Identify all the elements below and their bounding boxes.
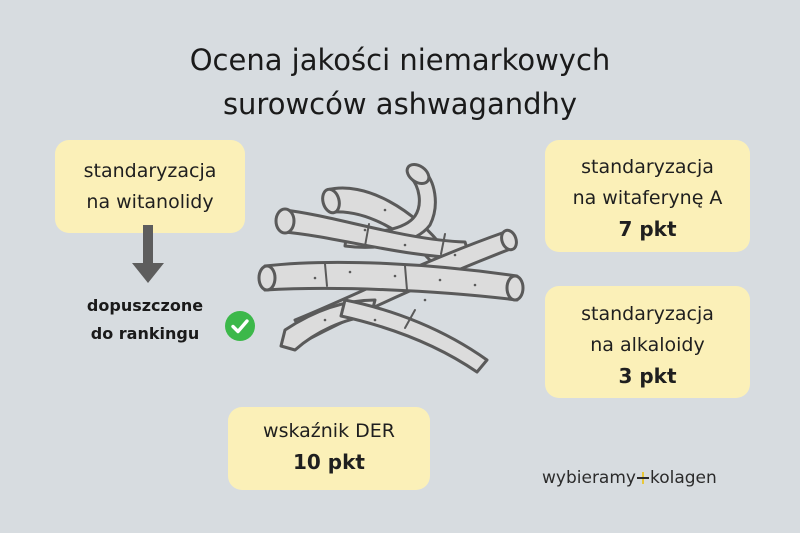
accepted-label: dopuszczone do rankingu — [70, 292, 220, 348]
title-line-2: surowców ashwagandhy — [222, 87, 578, 121]
card-witaferyna-points: 7 pkt — [618, 217, 677, 241]
card-witanolidy-line1: standaryzacja — [83, 160, 217, 182]
arrow-down-icon — [132, 225, 164, 283]
card-witanolidy: standaryzacja na witanolidy — [55, 140, 245, 233]
card-alkaloidy-line2: na alkaloidy — [590, 334, 705, 356]
check-circle-icon — [225, 311, 255, 341]
accepted-line-2: do rankingu — [90, 324, 200, 343]
card-der: wskaźnik DER 10 pkt — [228, 407, 430, 490]
card-witaferyna: standaryzacja na witaferynę A 7 pkt — [545, 140, 750, 252]
card-alkaloidy: standaryzacja na alkaloidy 3 pkt — [545, 286, 750, 398]
card-witanolidy-line2: na witanolidy — [86, 191, 214, 213]
card-witaferyna-line2: na witaferynę A — [572, 187, 723, 209]
page-title: Ocena jakości niemarkowych surowców ashw… — [0, 38, 800, 126]
card-alkaloidy-line1: standaryzacja — [581, 303, 714, 325]
plus-icon — [636, 472, 649, 484]
card-witaferyna-line1: standaryzacja — [581, 156, 714, 178]
accepted-line-1: dopuszczone — [86, 296, 204, 315]
ashwagandha-roots-illustration — [257, 162, 525, 374]
card-der-line1: wskaźnik DER — [263, 420, 395, 442]
card-alkaloidy-points: 3 pkt — [618, 364, 677, 388]
brand-part-2: kolagen — [649, 468, 717, 488]
brand-part-1: wybieramy — [542, 468, 636, 488]
card-der-points: 10 pkt — [293, 450, 365, 474]
brand-logo: wybieramy kolagen — [542, 466, 717, 490]
title-line-1: Ocena jakości niemarkowych — [189, 43, 611, 77]
